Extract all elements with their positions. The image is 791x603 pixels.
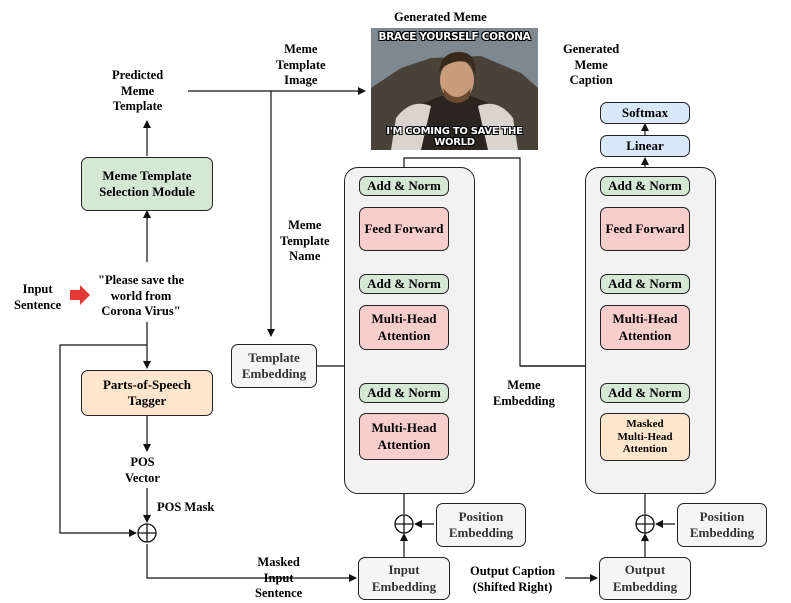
pos-tagger-line-1: Parts-of-Speech [102, 376, 192, 392]
pos-mask-label: POS Mask [157, 500, 215, 514]
meme-image: BRACE YOURSELF CORONA I'M COMING TO SAVE… [371, 28, 538, 150]
decoder-feed-forward: Feed Forward [600, 207, 690, 251]
softmax-box: Softmax [600, 102, 690, 124]
meme-top-caption: BRACE YOURSELF CORONA [378, 31, 531, 43]
circle-plus-icon [137, 523, 157, 543]
decoder-add-norm-bottom: Add & Norm [600, 383, 690, 403]
decoder-add-norm-top: Add & Norm [600, 176, 690, 196]
red-right-arrow-icon [70, 285, 90, 305]
circle-plus-icon [394, 514, 414, 534]
selection-module-line-2: Selection Module [99, 184, 195, 199]
linear-box: Linear [600, 135, 690, 157]
pos-tagger-line-2: Tagger [127, 393, 167, 408]
output-caption-label: Output Caption(Shifted Right) [470, 564, 556, 594]
encoder-add-norm-top: Add & Norm [359, 176, 449, 196]
template-embedding-line-1: Template [248, 349, 300, 365]
encoder-add-norm-bottom: Add & Norm [359, 383, 449, 403]
encoder-feed-forward: Feed Forward [359, 207, 449, 251]
template-embedding-line-2: Embedding [241, 366, 307, 381]
circle-plus-icon [635, 514, 655, 534]
encoder-add-norm-middle: Add & Norm [359, 274, 449, 294]
selection-module-line-1: Meme Template [102, 167, 192, 183]
meme-bottom-caption: I'M COMING TO SAVE THE WORLD [386, 126, 523, 148]
decoder-add-norm-middle: Add & Norm [600, 274, 690, 294]
generated-meme-label: Generated Meme [394, 10, 487, 24]
